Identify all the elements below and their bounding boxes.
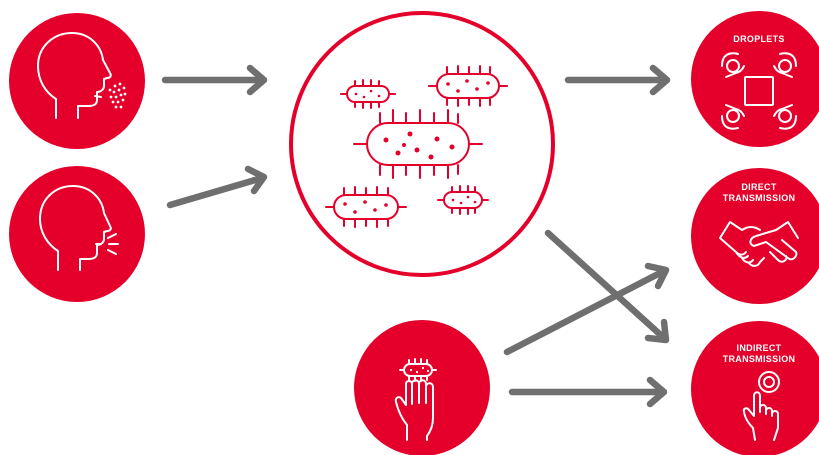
- droplets-node: DROPLETS: [691, 11, 819, 147]
- sneezing-head-icon: [37, 32, 127, 119]
- coughing-head-icon: [39, 185, 119, 271]
- arrow-cough-to-germs: [166, 165, 268, 209]
- handshake-icon: [719, 221, 799, 267]
- arrow-germs-to-droplets: [564, 64, 671, 96]
- arrow-germs-to-indirect: [544, 229, 670, 344]
- bacteria-icon: [325, 65, 508, 228]
- bacterium-large: [353, 109, 483, 179]
- arrow-sneeze-to-germs: [161, 64, 268, 96]
- finger-pressing-button-icon: [742, 371, 780, 441]
- bacterium-medium: [428, 65, 508, 107]
- droplets-label: DROPLETS: [733, 34, 784, 44]
- bacterium-small: [340, 79, 396, 109]
- touch-node: [354, 320, 490, 455]
- direct-transmission-node: DIRECT TRANSMISSION: [691, 168, 819, 304]
- arrows: [161, 64, 671, 408]
- indirect-label-line2: TRANSMISSION: [723, 354, 796, 364]
- sneeze-node: [9, 13, 145, 149]
- bacterium-small: [437, 185, 489, 215]
- hand-touching-germ-icon: [394, 358, 437, 441]
- cough-node: [9, 166, 145, 302]
- indirect-label-line1: INDIRECT: [737, 343, 782, 353]
- direct-label-line2: TRANSMISSION: [723, 193, 796, 203]
- bacterium-medium: [325, 186, 407, 228]
- people-around-table-icon: [721, 52, 797, 130]
- arrow-touch-to-direct: [503, 262, 670, 356]
- germs-node: [289, 11, 555, 277]
- indirect-transmission-node: INDIRECT TRANSMISSION: [691, 321, 819, 455]
- arrow-touch-to-indirect: [508, 376, 668, 408]
- direct-label-line1: DIRECT: [741, 182, 777, 192]
